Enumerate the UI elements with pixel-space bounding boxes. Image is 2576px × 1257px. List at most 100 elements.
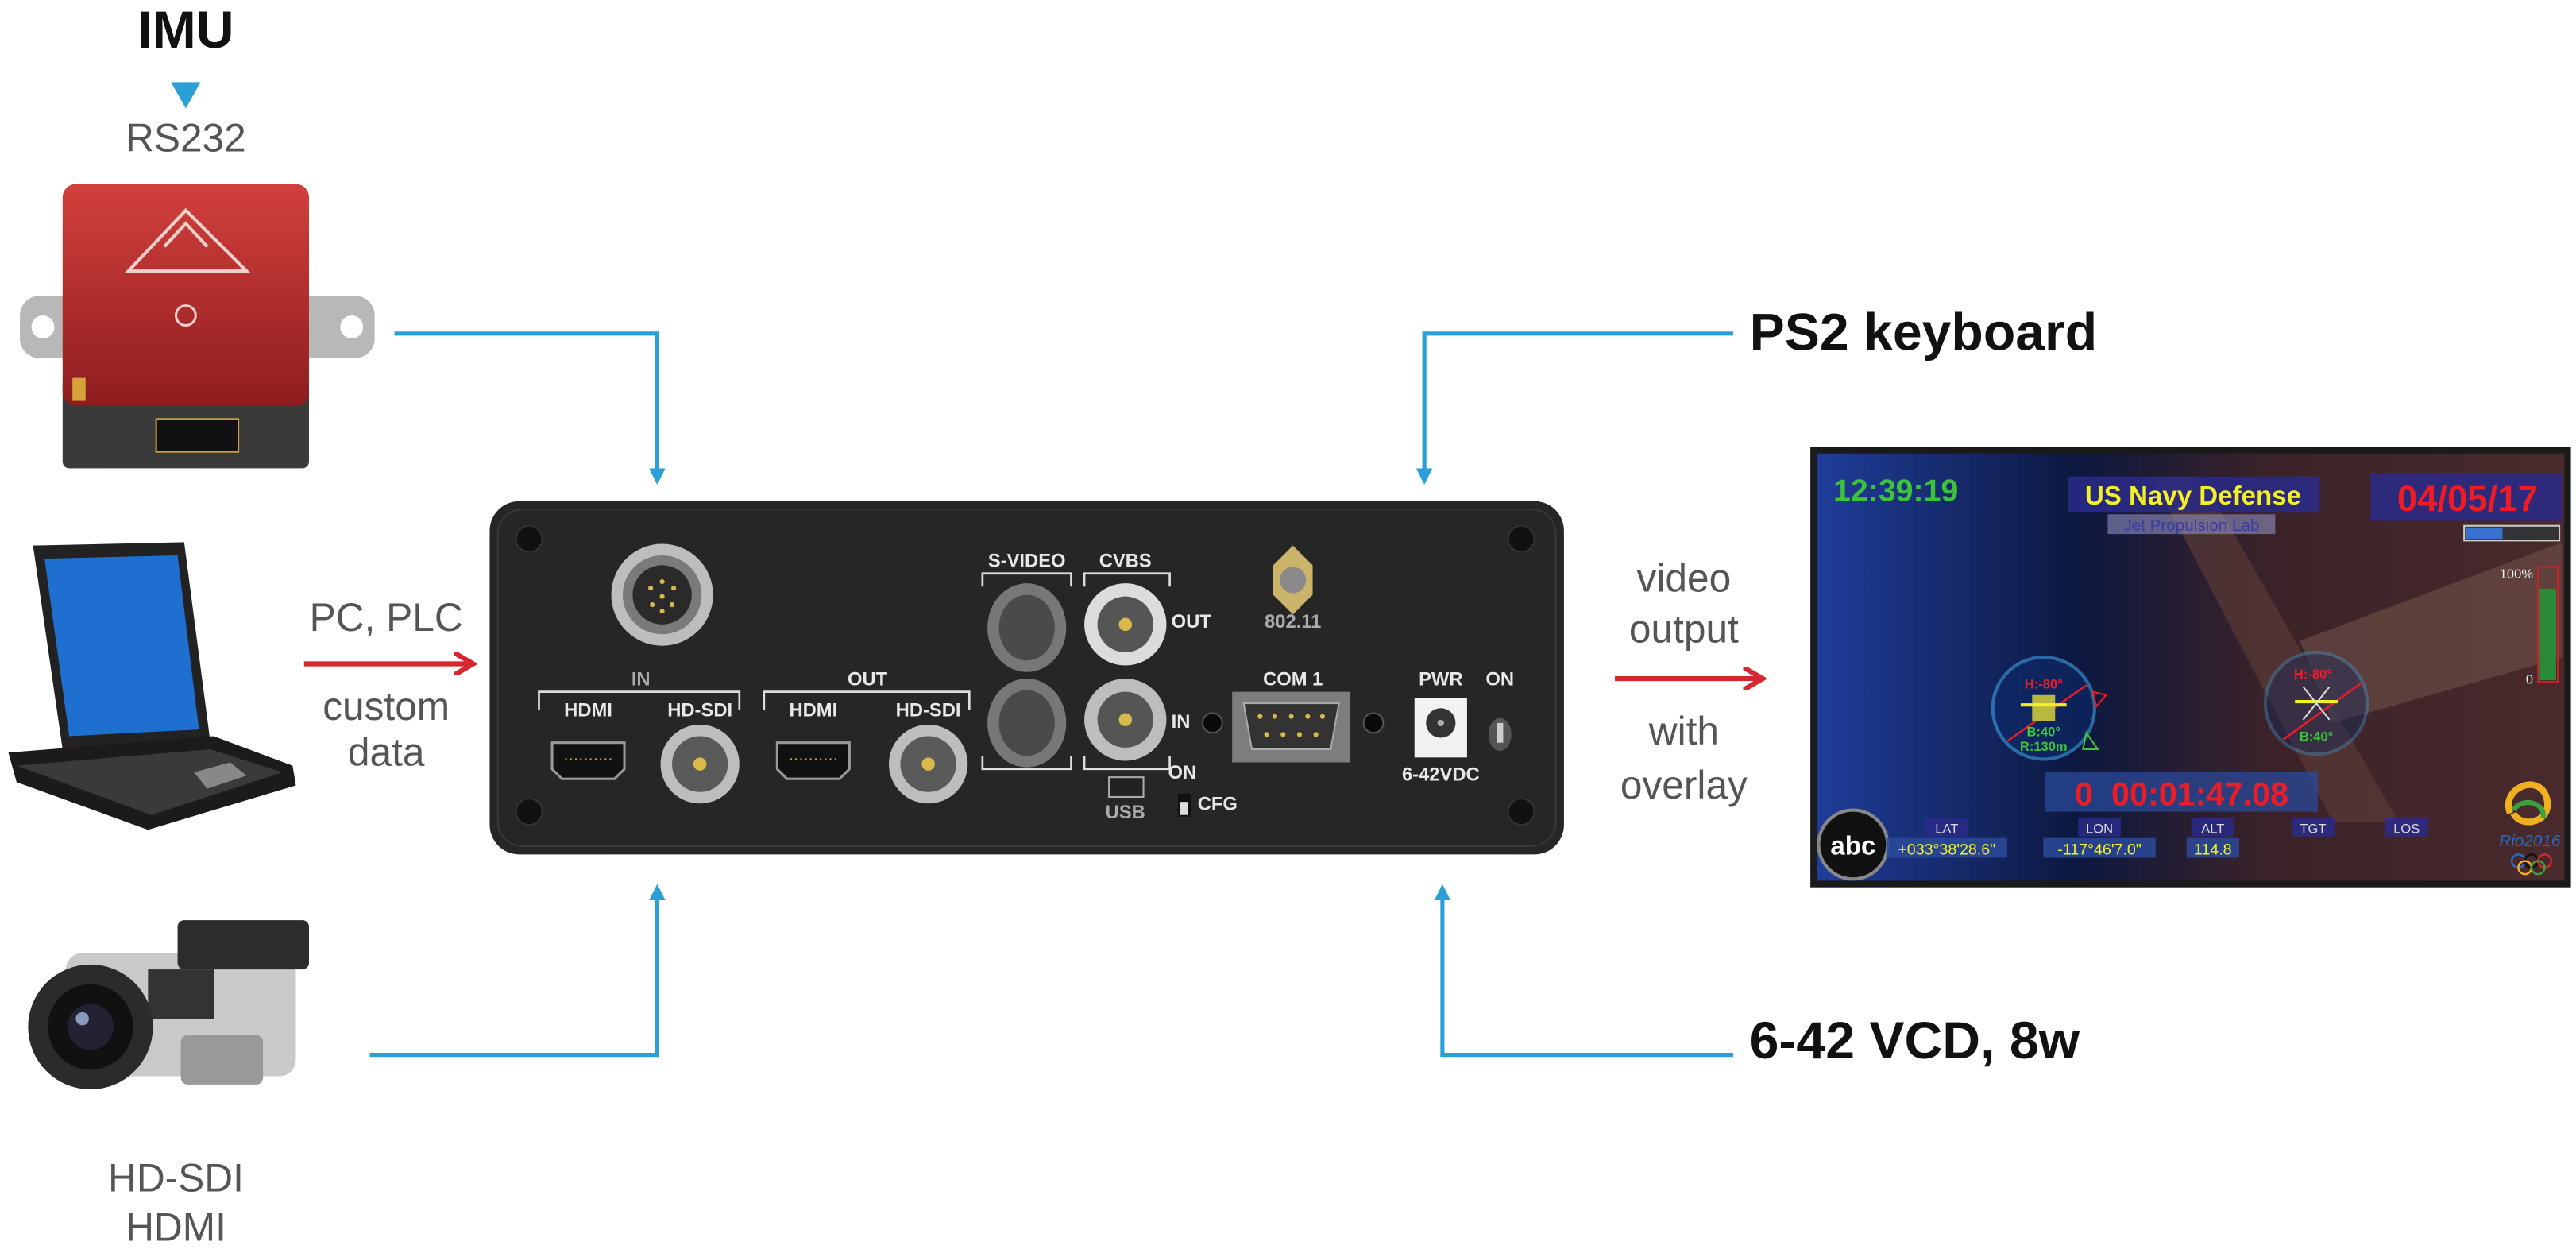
keyboard-connection-line (1415, 331, 1733, 485)
hud-field-label: LOS (2393, 821, 2420, 836)
in-group-label: IN (631, 668, 651, 690)
svg-text:abc: abc (1830, 831, 1875, 861)
hud-field-label-bg (2292, 818, 2335, 837)
in-hdsdi-label: HD-SDI (667, 700, 732, 721)
abc-logo: abc (1817, 808, 1890, 881)
hud-date: 04/05/17 (2397, 478, 2538, 519)
power-jack[interactable] (1414, 698, 1467, 758)
on-label: ON (1485, 668, 1514, 690)
video-overlay-device: IN HDMI HD-SDI OUT HDMI HD-SDI S-VIDEO C… (489, 501, 1564, 855)
cfg-label: CFG (1198, 794, 1238, 815)
gauge-min-label: 0 (2526, 671, 2533, 687)
pwr-label: PWR (1419, 668, 1462, 690)
laptop-image (8, 542, 296, 830)
cvbs-out-label: OUT (1172, 611, 1212, 632)
svideo-label: S-VIDEO (988, 550, 1066, 571)
svideo-out-port[interactable] (987, 583, 1067, 672)
hdsdi-in-port[interactable] (660, 724, 740, 804)
hud-field-label-bg (2385, 818, 2428, 837)
hud-field-value: -117°46'7.0" (2057, 841, 2142, 858)
pc-custom-label: custom (322, 684, 450, 729)
hud-clock: 12:39:19 (1833, 474, 1958, 509)
target1-heading: H:-80° (2025, 676, 2063, 691)
imu-interface-label: RS232 (126, 115, 246, 160)
hud-field-value-bg (2043, 837, 2156, 858)
hud-timer: 0 00:01:47.08 (2075, 775, 2288, 812)
cvbs-label: CVBS (1099, 550, 1152, 571)
keyboard-label: PS2 keyboard (1750, 303, 2098, 362)
camera-hdmi-label: HDMI (126, 1205, 226, 1249)
voltage-label: 6-42VDC (1402, 764, 1480, 785)
down-triangle-icon (171, 82, 201, 109)
target1-bearing: B:40° (2027, 724, 2060, 739)
camera-connection-line (369, 884, 666, 1058)
hud-field-label-bg (1925, 818, 1968, 837)
hdsdi-out-port[interactable] (888, 724, 968, 804)
cvbs-in-port[interactable] (1084, 679, 1167, 761)
cvbs-out-port[interactable] (1084, 583, 1167, 666)
hud-field-label: LON (2086, 821, 2113, 836)
svideo-in-port[interactable] (987, 679, 1067, 768)
screws (515, 524, 1535, 826)
output-label-output: output (1629, 607, 1739, 652)
svg-text:Rio2016: Rio2016 (2499, 832, 2560, 850)
hud-field-los: LOS (2385, 818, 2428, 837)
imu-group: IMU RS232 (20, 1, 375, 469)
com-label: COM 1 (1263, 668, 1323, 690)
out-hdmi-label: HDMI (789, 700, 837, 721)
antenna-port[interactable] (1273, 545, 1313, 615)
hud-field-label: LAT (1935, 821, 1958, 836)
hdmi-in-port[interactable] (550, 741, 626, 780)
screw-icon (1507, 524, 1535, 553)
target2-bearing: B:40° (2300, 729, 2333, 745)
hud-progress-bar (2463, 524, 2561, 542)
out-hdsdi-label: HD-SDI (896, 700, 961, 721)
hud-field-value: +033°38'28.6" (1898, 841, 1995, 858)
pc-group: PC, PLC custom data (303, 595, 470, 775)
power-connection-line (1434, 884, 1733, 1058)
screw-icon (515, 798, 543, 826)
circular-connector-port[interactable] (611, 543, 713, 646)
com1-serial-port[interactable] (1232, 691, 1351, 763)
usb-port[interactable] (1108, 776, 1145, 799)
power-toggle-switch[interactable] (1488, 717, 1512, 752)
hud-field-tgt: TGT (2292, 818, 2335, 837)
output-label-overlay: overlay (1620, 763, 1748, 807)
hud-field-value-bg (2186, 837, 2239, 858)
hud-field-lat: LAT +033°38'28.6" (1886, 818, 2007, 858)
imu-sensor-image (20, 184, 375, 469)
cfg-switch[interactable] (1177, 793, 1191, 817)
screw-icon (515, 524, 543, 553)
camera-hdsdi-label: HD-SDI (108, 1155, 244, 1200)
target1-range: R:130m (2020, 739, 2068, 754)
in-hdmi-label: HDMI (564, 700, 612, 721)
hud-field-label: TGT (2300, 821, 2326, 836)
hud-target-2: H:-80° B:40° (2263, 650, 2369, 756)
hud-field-lon: LON -117°46'7.0" (2043, 818, 2156, 858)
camcorder-image (28, 920, 309, 1090)
output-label-with: with (1648, 709, 1719, 753)
cfg-on-label: ON (1168, 762, 1197, 783)
out-group-label: OUT (848, 668, 888, 690)
hud-field-label-bg (2191, 818, 2234, 837)
imu-connection-line (394, 331, 666, 485)
usb-label: USB (1106, 802, 1145, 823)
output-monitor: 12:39:19 US Navy Defense Jet Propulsion … (1810, 447, 2571, 888)
imu-title: IMU (137, 1, 234, 60)
target2-heading: H:-80° (2294, 667, 2332, 682)
hud-title: US Navy Defense (2085, 482, 2301, 511)
pc-data-label: data (348, 730, 425, 775)
output-label-video: video (1637, 555, 1732, 600)
rio2016-logo: Rio2016 (2499, 781, 2561, 876)
led-hole (1201, 712, 1223, 734)
led-hole (1362, 712, 1385, 734)
hud-subtitle: Jet Propulsion Lab (2123, 516, 2259, 535)
hud-target-1: H:-80° B:40° R:130m (1991, 656, 2108, 761)
hud-field-value: 114.8 (2194, 841, 2232, 858)
wifi-label: 802.11 (1265, 611, 1321, 632)
power-label: 6-42 VCD, 8w (1750, 1011, 2080, 1070)
hdmi-out-port[interactable] (775, 741, 851, 780)
